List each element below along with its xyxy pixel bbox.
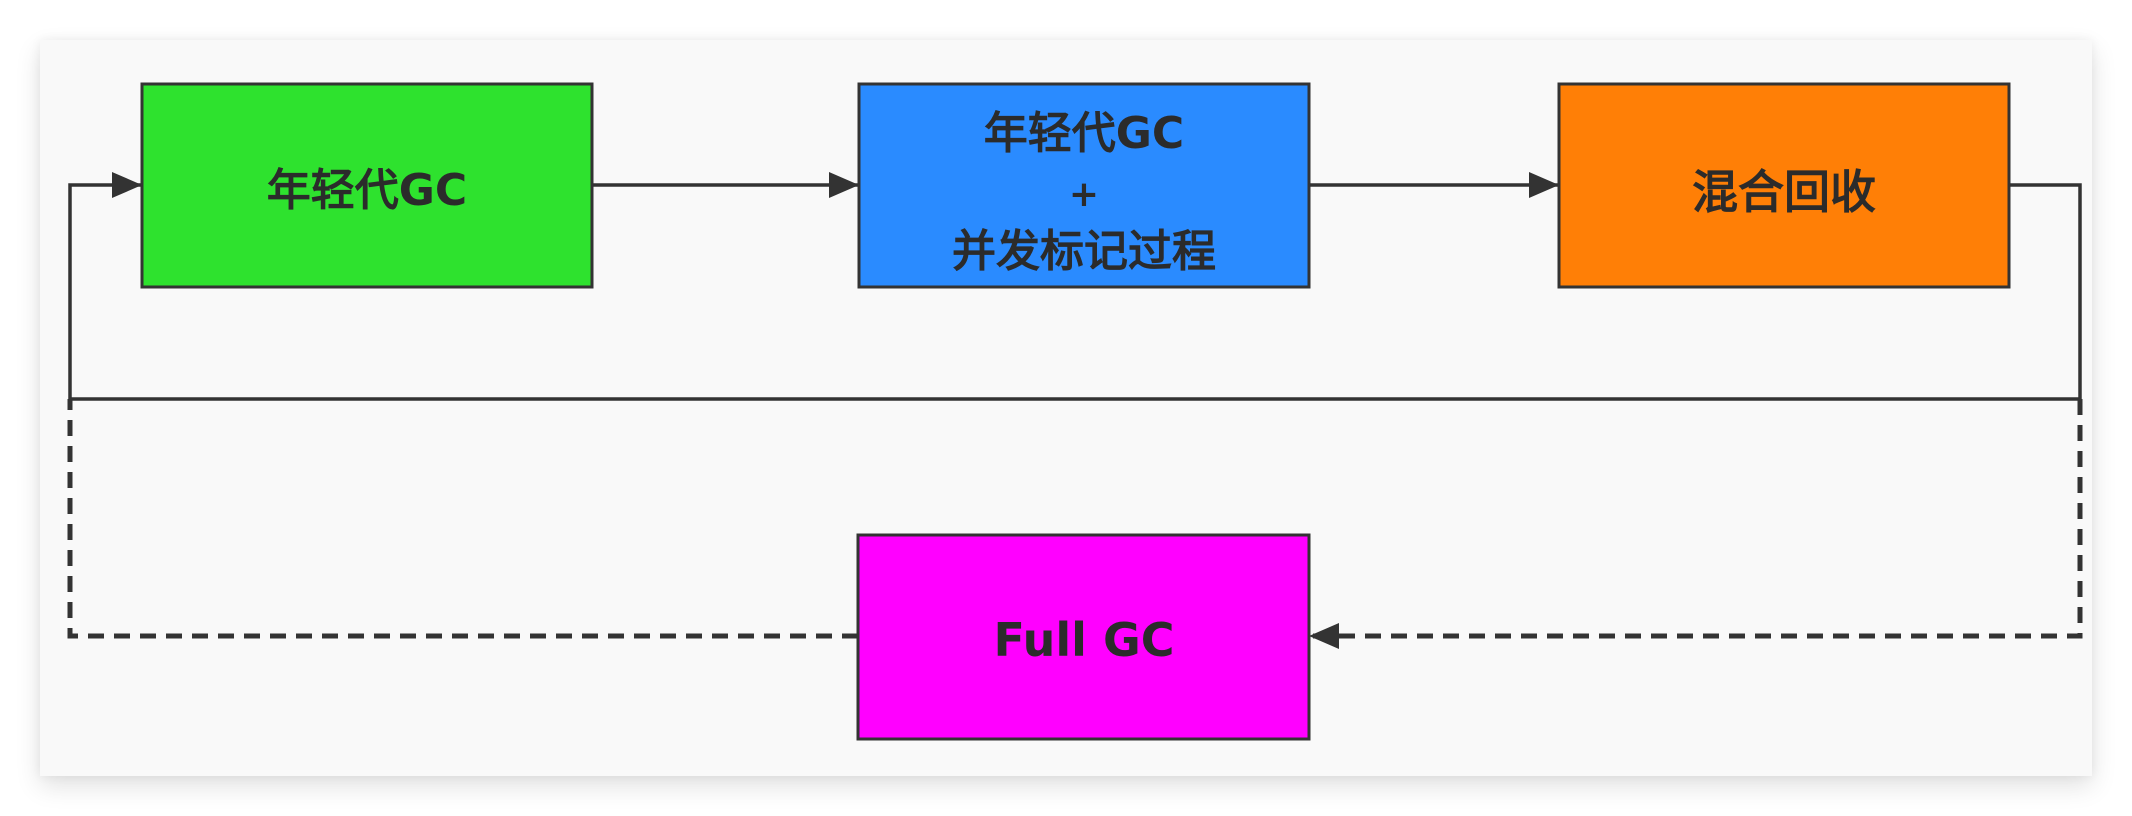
node-young-gc-box (140, 82, 594, 289)
edge-mixed-gc-to-young-gc (68, 172, 2082, 401)
edge-mixed-gc-to-full-gc (1309, 399, 2083, 649)
node-young-gc-label: 年轻代GC (267, 165, 467, 216)
node-young-gc-concurrent-mark-label-line2: + (1069, 174, 1099, 215)
edge-full-gc-to-young-gc (67, 399, 858, 639)
node-young-gc-concurrent-mark: 年轻代GC + 并发标记过程 (857, 82, 1311, 289)
node-mixed-gc-label: 混合回收 (1692, 165, 1876, 219)
node-full-gc: Full GC (856, 533, 1311, 741)
node-mixed-gc: 混合回收 (1557, 82, 2011, 289)
node-young-gc-concurrent-mark-box (857, 82, 1311, 289)
node-young-gc-concurrent-mark-label-line1: 年轻代GC (984, 108, 1184, 159)
node-full-gc-label: Full GC (994, 613, 1175, 667)
node-young-gc: 年轻代GC (140, 82, 594, 289)
node-mixed-gc-box (1557, 82, 2011, 289)
node-full-gc-box (856, 533, 1311, 741)
node-young-gc-concurrent-mark-label-line3: 并发标记过程 (952, 226, 1216, 277)
